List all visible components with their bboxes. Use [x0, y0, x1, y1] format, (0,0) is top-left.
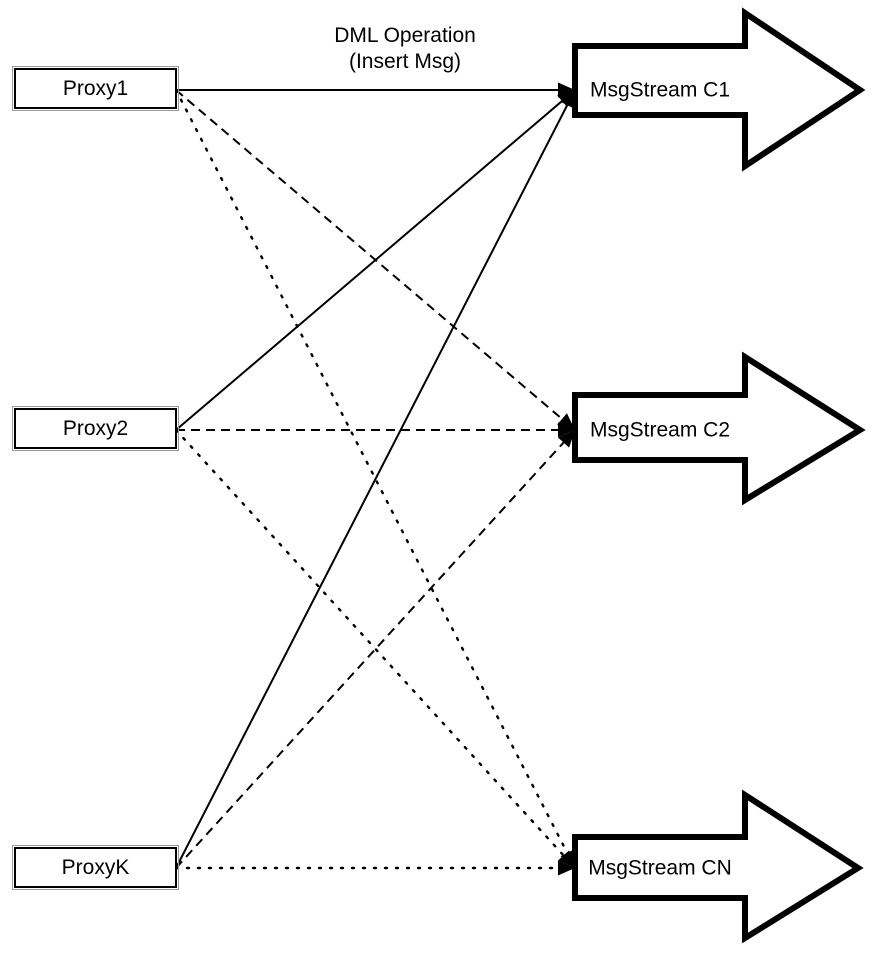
stream-arrow-shape	[572, 7, 866, 172]
stream-label: MsgStream CN	[588, 857, 732, 880]
proxy-box-outline	[12, 845, 179, 890]
arrowhead-pk-c2	[558, 430, 575, 448]
stream-stream_c2[interactable]: MsgStream C2	[572, 351, 866, 506]
stream-stream_c1[interactable]: MsgStream C1	[572, 7, 866, 172]
proxy-box	[14, 847, 177, 888]
stream-stream_cn[interactable]: MsgStream CN	[572, 789, 864, 944]
proxy-box	[14, 408, 177, 449]
link-pk-c2	[175, 435, 571, 869]
proxy-box-outline	[12, 66, 179, 111]
link-p1-c2	[175, 89, 570, 426]
stream-label: MsgStream C1	[590, 79, 730, 102]
link-pk-c1	[175, 96, 573, 869]
link-p1-cn	[174, 88, 573, 863]
streams-layer: MsgStream C1 MsgStream C2 MsgStream CN	[572, 7, 866, 944]
proxy-label: ProxyK	[62, 856, 130, 879]
proxy-proxyk[interactable]: ProxyK	[12, 845, 179, 890]
links-layer	[174, 88, 573, 870]
arrowheads-layer	[557, 82, 575, 876]
arrowhead-pk-cn	[558, 860, 575, 876]
link-p2-c1	[175, 94, 570, 431]
stream-label: MsgStream C2	[590, 419, 730, 442]
proxy-box	[14, 68, 177, 109]
proxy-box-outline	[12, 406, 179, 451]
stream-arrow-shape	[572, 351, 866, 506]
proxy-label: Proxy1	[63, 77, 128, 100]
arrowhead-p2-cn	[558, 850, 575, 868]
edge-label-line1: DML Operation	[334, 24, 476, 47]
proxy-proxy1[interactable]: Proxy1	[12, 66, 179, 111]
proxy-label: Proxy2	[63, 417, 128, 440]
arrowhead-pk-c1	[560, 90, 575, 109]
edge-label-group: DML Operation (Insert Msg)	[334, 24, 476, 73]
edge-label-line2: (Insert Msg)	[349, 50, 461, 73]
stream-arrow-shape	[572, 789, 864, 944]
arrowhead-p2-c2	[558, 422, 575, 438]
proxy-proxy2[interactable]: Proxy2	[12, 406, 179, 451]
link-p2-cn	[174, 428, 571, 864]
arrowhead-p1-c1	[558, 82, 575, 98]
